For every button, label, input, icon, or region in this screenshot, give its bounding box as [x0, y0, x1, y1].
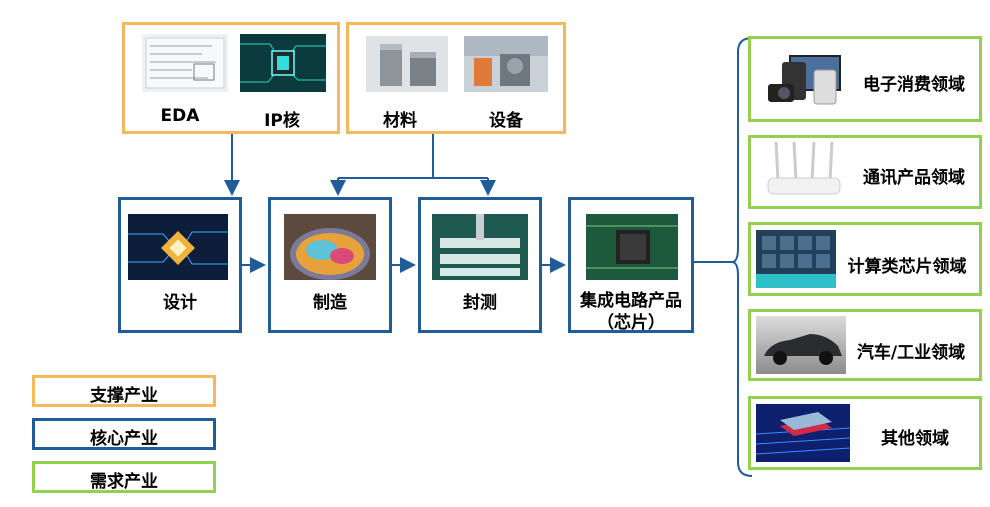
core-label-manufacture: 制造	[313, 293, 347, 313]
support-group-eda-ip	[122, 22, 340, 134]
legend-label-demand: 需求产业	[90, 472, 158, 492]
support-label-eda: EDA	[160, 106, 200, 126]
legend-support	[32, 375, 216, 407]
router-icon	[764, 140, 844, 202]
other-chip-icon	[756, 404, 850, 462]
core-box-packaging	[418, 197, 542, 333]
demand-box-other	[748, 396, 982, 470]
wafer-icon	[284, 214, 376, 280]
eda-software-icon	[142, 34, 228, 92]
chip-design-icon	[128, 214, 228, 280]
core-label-product: 集成电路产品	[580, 291, 682, 311]
core-label-design: 设计	[163, 293, 197, 313]
packaging-test-icon	[432, 214, 528, 280]
legend-label-support: 支撑产业	[90, 386, 158, 406]
demand-label-computing: 计算类芯片领域	[847, 257, 967, 277]
legend-core	[32, 418, 216, 450]
support-label-equipment: 设备	[489, 111, 523, 131]
consumer-electronics-icon	[762, 50, 844, 108]
computing-board-icon	[756, 230, 836, 288]
demand-bracket	[731, 37, 753, 477]
core-box-manufacture	[268, 197, 392, 333]
demand-box-computing	[748, 222, 982, 296]
core-label-packaging: 封测	[463, 293, 497, 313]
fab-equipment-icon	[464, 36, 548, 92]
demand-label-other: 其他领域	[881, 429, 949, 449]
demand-label-consumer: 电子消费领域	[863, 75, 965, 95]
core-box-design	[118, 197, 242, 333]
ic-chip-icon	[586, 214, 678, 280]
support-label-materials: 材料	[383, 111, 417, 131]
silicon-material-icon	[366, 36, 448, 92]
car-icon	[756, 316, 846, 374]
demand-label-automotive: 汽车/工业领域	[856, 343, 966, 363]
demand-box-automotive	[748, 309, 982, 381]
legend-demand	[32, 461, 216, 493]
demand-label-communication: 通讯产品领域	[863, 168, 965, 188]
demand-box-consumer	[748, 36, 982, 122]
support-group-materials-equipment	[346, 22, 566, 134]
demand-box-communication	[748, 135, 982, 209]
core-box-product	[568, 197, 694, 333]
ip-core-chip-icon	[240, 34, 326, 92]
legend-label-core: 核心产业	[90, 429, 158, 449]
core-label-product-sub: （芯片）	[597, 313, 665, 333]
support-label-ip: IP核	[264, 111, 300, 131]
